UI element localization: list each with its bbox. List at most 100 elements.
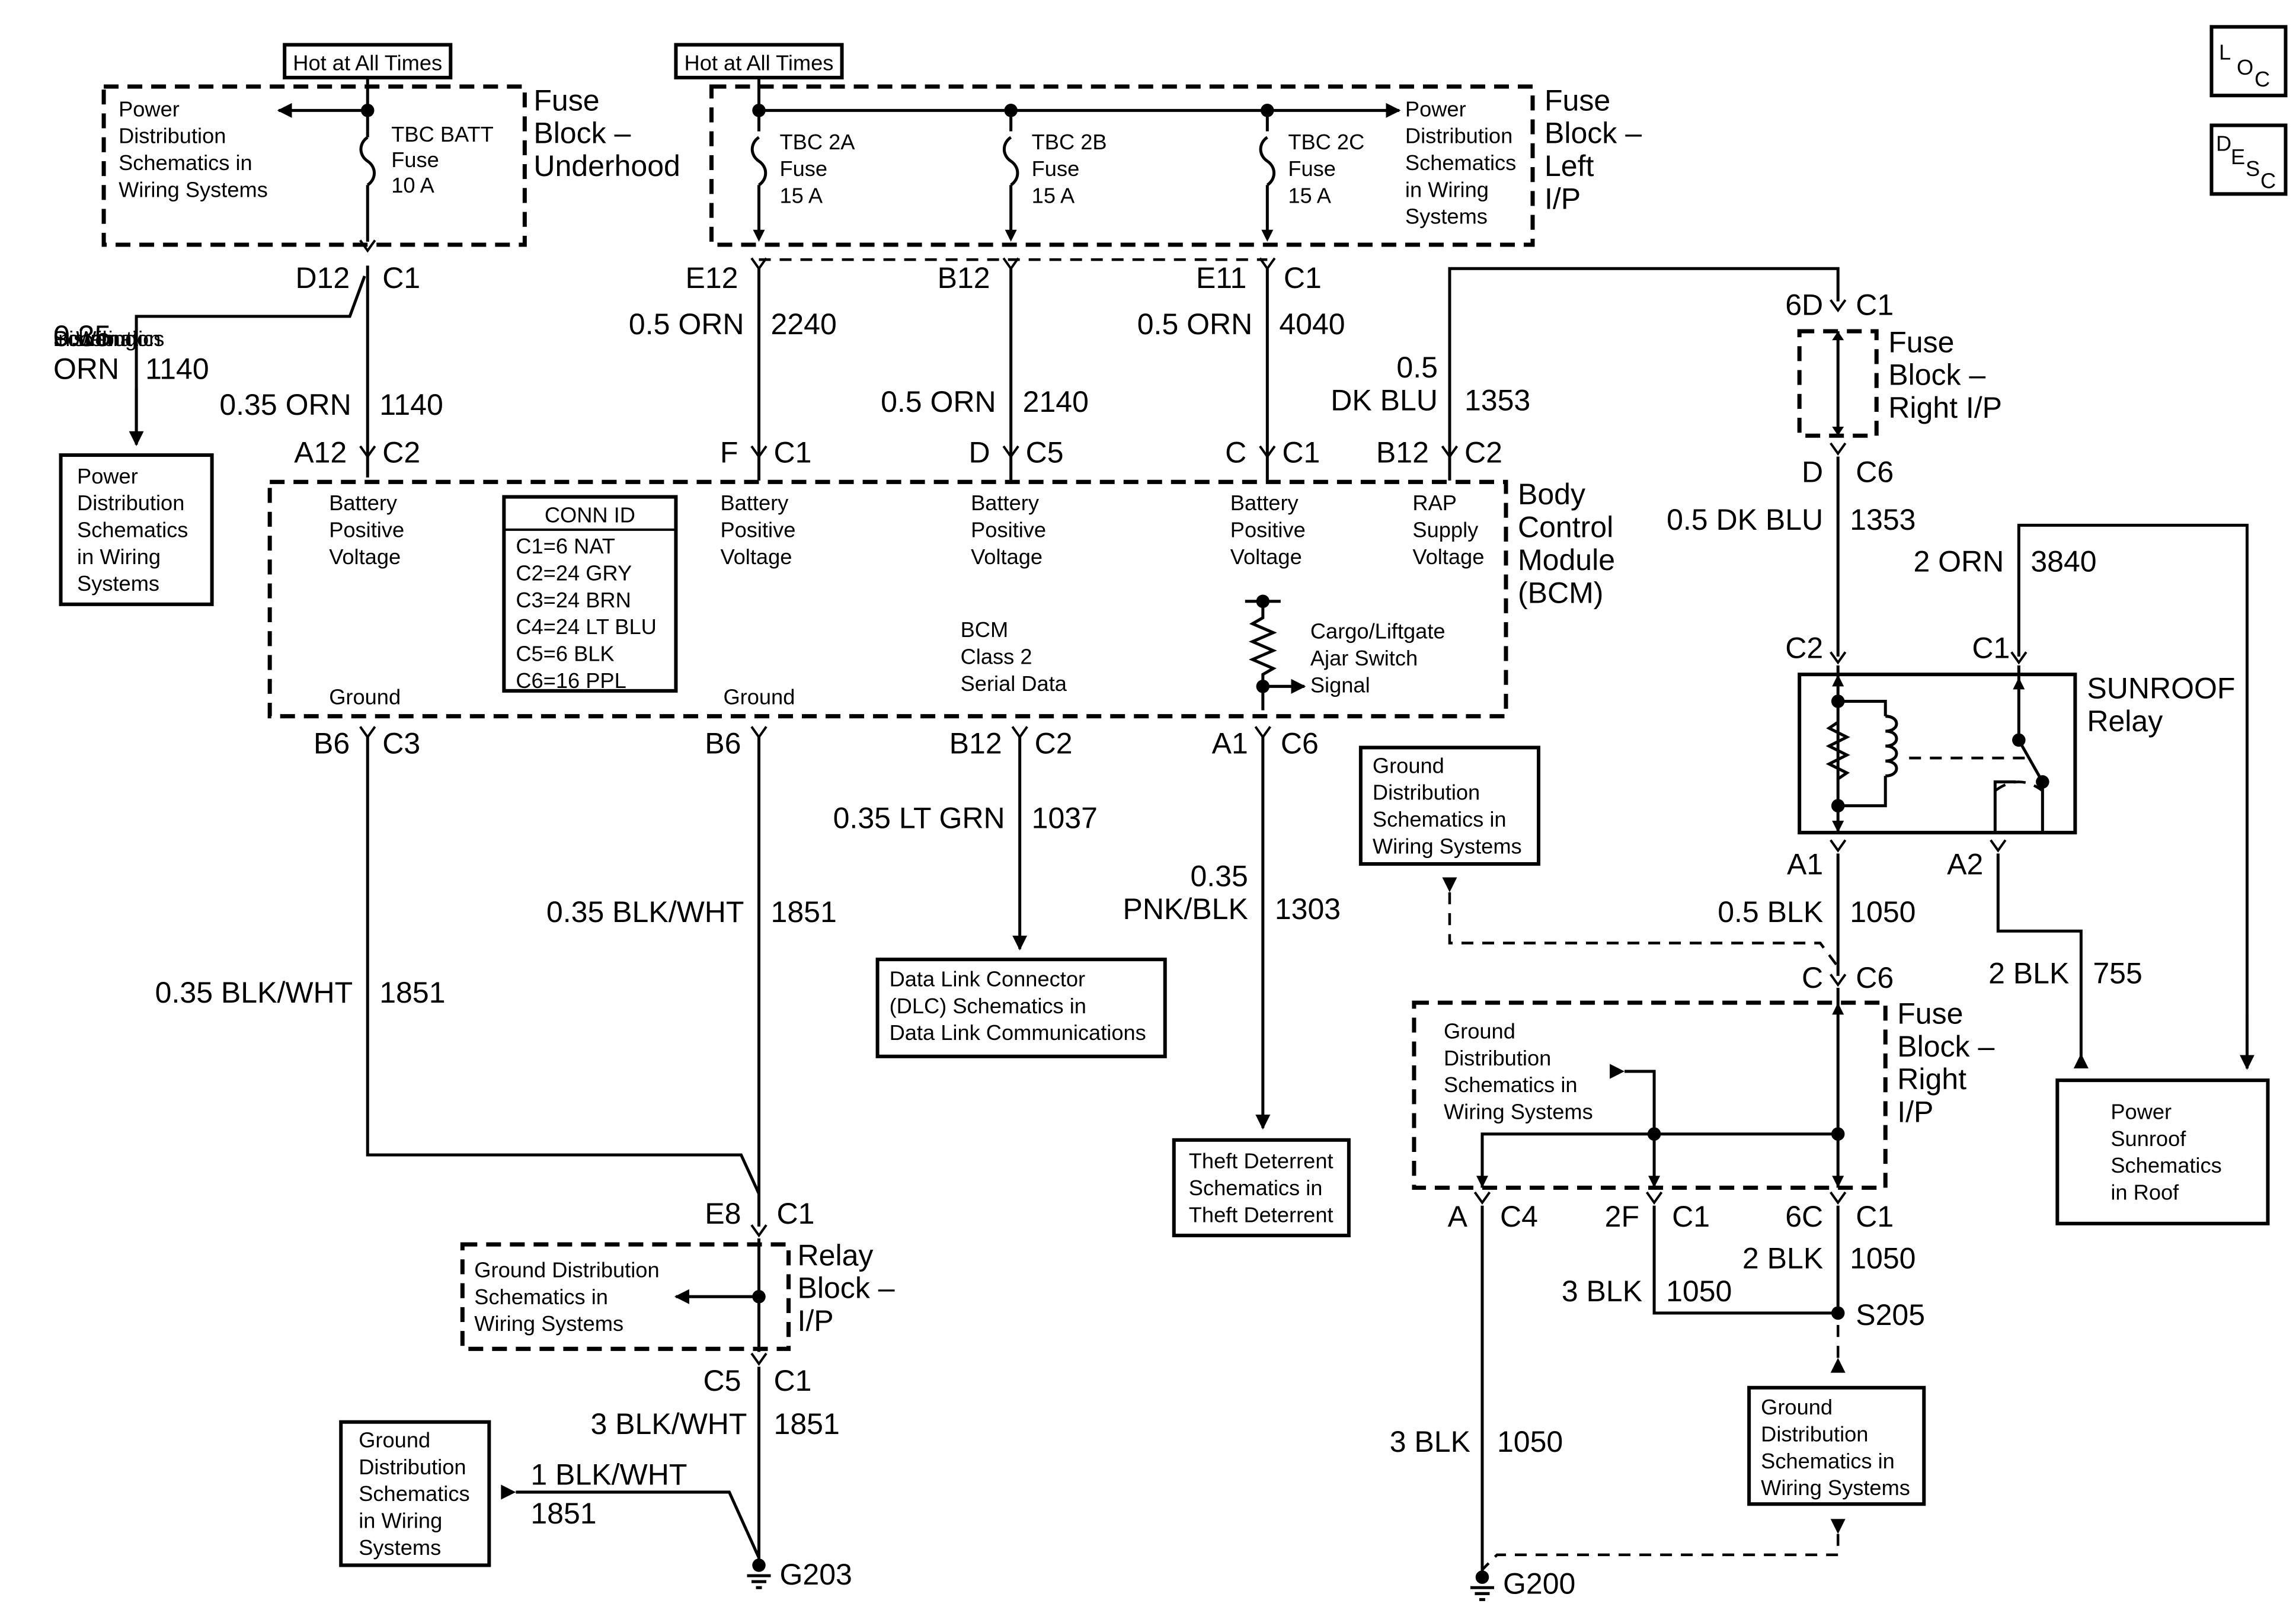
ref-ground-right-fuse-text-line: Ground — [1444, 1019, 1515, 1043]
wire-label: 755 — [2093, 956, 2142, 990]
connector-a — [1473, 1191, 1491, 1205]
arrow — [1832, 331, 1844, 341]
fuse-block-right-ip-bottom-label-line: Fuse — [1897, 997, 1963, 1030]
wire — [1480, 1132, 1838, 1188]
fuse-f2b-label-line: 15 A — [1032, 183, 1075, 207]
connector-e11-label: E11 — [1196, 261, 1246, 295]
connector-c1-label: C1 — [774, 1364, 812, 1397]
connector-c1-label: C1 — [1856, 288, 1894, 321]
wire-1050-3blk — [1652, 1205, 1838, 1315]
ref-ground-relay-text-line: Schematics in — [474, 1285, 608, 1309]
ground-g203-node — [752, 1558, 766, 1572]
connector-c2 — [1830, 651, 1847, 665]
fuse-block-left-ip-label-line: I/P — [1544, 182, 1581, 215]
fuse-block-right-ip-top-label-line: Block – — [1888, 359, 1985, 392]
bcm-ground-label: Ground — [329, 684, 401, 709]
bcm-cargo-switch-line: Cargo/Liftgate — [1310, 619, 1446, 644]
relay-resistor — [1825, 721, 1850, 780]
ref-power-distribution-box-text-line: Distribution — [77, 491, 184, 515]
hot-label-underhood-text: Hot at All Times — [293, 50, 442, 75]
connector-a1 — [1830, 839, 1847, 853]
wire-label: DK BLU — [1331, 383, 1438, 417]
fuse-f2a-label-line: 15 A — [780, 183, 823, 207]
fuse-tbc-f2c — [1259, 136, 1276, 187]
arrow — [1442, 877, 1457, 892]
connector — [1259, 445, 1276, 459]
fuse-block-underhood-label-line: Fuse — [533, 84, 599, 117]
connector-c — [1830, 974, 1847, 987]
loc-icon-l: L — [2219, 40, 2231, 65]
fuse-tbc-batt-label-line: 10 A — [391, 173, 434, 197]
arrow — [2013, 677, 2025, 690]
wire-label: 2 BLK — [1742, 1241, 1823, 1275]
ref-ground-right-fuse-text-line: Schematics in — [1444, 1073, 1578, 1097]
wire-label: 0.35 — [1190, 860, 1248, 893]
connector-c2-label: C2 — [1785, 631, 1823, 664]
fuse-f2c-label-line: Fuse — [1288, 156, 1336, 181]
connector — [359, 726, 376, 740]
sunroof-relay-label-line: SUNROOF — [2087, 671, 2235, 705]
arrow — [1610, 1064, 1625, 1079]
connector — [359, 445, 376, 459]
wire-label: 1050 — [1497, 1425, 1563, 1458]
bcm-rap-supply-voltage-line: RAP — [1412, 491, 1457, 515]
wire-label: 1050 — [1850, 895, 1916, 929]
arrow — [1830, 1519, 1846, 1534]
connector-c5-label: C5 — [1026, 436, 1064, 469]
wire-label: 1851 — [771, 895, 837, 929]
ref-power-sunroof-text-line: Schematics — [2110, 1153, 2221, 1177]
fuse-f2c-label-line: TBC 2C — [1288, 130, 1364, 154]
connector-c1-label: C1 — [1282, 436, 1320, 469]
ref-theft-text-line: Schematics in — [1189, 1176, 1323, 1200]
connector-d — [1830, 442, 1847, 456]
link-dashed — [1448, 892, 1840, 968]
junction-dot — [1647, 1127, 1661, 1141]
conn-id-row-line: C4=24 LT BLU — [516, 614, 656, 639]
connector-c5-label: C5 — [703, 1364, 741, 1397]
conn-id-title: CONN ID — [545, 502, 635, 527]
bcm-rap-supply-voltage-line: Voltage — [1412, 545, 1484, 569]
ref-power-sunroof-text-line: Power — [2110, 1099, 2172, 1124]
connector — [750, 445, 768, 459]
wire-label: 1851 — [379, 976, 445, 1009]
arrow — [1648, 1176, 1661, 1188]
junction-dot — [1256, 679, 1270, 693]
ref-power-distribution-box-text-line: Power — [77, 464, 138, 488]
ref-ground-distribution-upper — [1358, 745, 1541, 866]
fuse-block-right-ip-bottom — [1412, 1000, 1888, 1190]
wire-label: 0.35 BLK/WHT — [155, 976, 353, 1009]
connector-a1-label: A1 — [1212, 726, 1248, 760]
bcm-battery-positive-bp3-line: Positive — [971, 517, 1046, 542]
ref-ground-bottom-left-text-line: Systems — [359, 1535, 441, 1560]
wire-label: 1037 — [1032, 801, 1098, 834]
ref-power-distribution-leftip-line: Systems — [1405, 204, 1488, 229]
ref-power-distribution-leftip-line: Distribution — [1405, 124, 1512, 148]
wire-label: 1851 — [774, 1407, 840, 1441]
link-dashed — [1481, 1534, 1840, 1571]
bcm-ground-label: Ground — [723, 684, 795, 709]
ground-g203-label: G203 — [780, 1558, 852, 1591]
conn-id-row-line: C1=6 NAT — [516, 534, 615, 558]
junction-dot — [360, 104, 375, 117]
connector-a-label: A — [1448, 1200, 1468, 1233]
ref-ground-bottom-right-text-line: Distribution — [1761, 1422, 1868, 1446]
fuse-block-right-ip-top-label-line: Right I/P — [1888, 391, 2002, 424]
wire-label: 2240 — [771, 308, 837, 341]
arrow — [501, 1484, 516, 1500]
ref-dlc-text-line: Data Link Communications — [890, 1020, 1146, 1045]
connector-b12-label: B12 — [1376, 436, 1429, 469]
fuse-block-right-ip-bottom-label-line: Right — [1897, 1062, 1966, 1096]
arrow — [1830, 1358, 1846, 1373]
conn-id-row-line: C6=16 PPL — [516, 668, 626, 693]
ground-g200-node — [1475, 1570, 1489, 1584]
ref-power-distribution-leftip-line: Schematics — [1405, 151, 1516, 175]
connector-c6-label: C6 — [1281, 726, 1319, 760]
bcm-title-line: (BCM) — [1518, 576, 1603, 609]
relay-no-contact — [1993, 780, 2016, 833]
connector-c4-label: C4 — [1500, 1200, 1538, 1233]
fuse-tbc-f2a — [750, 136, 768, 187]
ref-power-distribution-underhood-line: Schematics in — [119, 151, 252, 175]
connector-c3-label: C3 — [382, 726, 420, 760]
connector-c6-label: C6 — [1856, 961, 1894, 994]
relay-switch-blade — [2017, 739, 2044, 783]
